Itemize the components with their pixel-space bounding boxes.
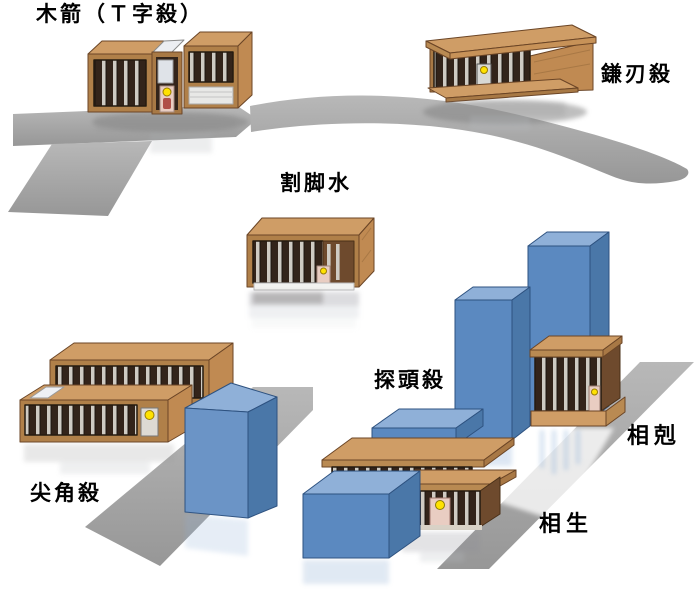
- stacked-house-reflection: [402, 532, 480, 562]
- label-mutual-generation: 相生: [539, 511, 594, 536]
- foot-cut-water-building: [246, 217, 375, 328]
- long-buildings-reflection: [24, 444, 174, 474]
- long-buildings: [19, 342, 234, 474]
- label-sickle-blade-sha: 鎌刃殺: [601, 62, 673, 86]
- house-reflection-streaks: [540, 430, 580, 474]
- label-sharp-corner-sha: 尖角殺: [30, 481, 102, 505]
- blue-cube: [302, 470, 421, 584]
- sharp-corner-block: [184, 382, 278, 556]
- t-sha-building: [87, 31, 253, 153]
- sickle-sha-building: [425, 24, 597, 130]
- label-mutual-overcoming: 相剋: [627, 423, 682, 448]
- sickle-building-reflection: [445, 102, 565, 130]
- label-leg-cutting-water: 割脚水: [280, 171, 352, 195]
- overcoming-road: [437, 362, 694, 569]
- probing-head-house: [529, 335, 626, 427]
- water-reflection: [249, 292, 359, 328]
- label-probing-head-sha: 探頭殺: [374, 368, 446, 392]
- label-t-arrow-sha: 木箭（Ｔ字殺）: [36, 2, 204, 26]
- t-building-reflection: [96, 116, 236, 153]
